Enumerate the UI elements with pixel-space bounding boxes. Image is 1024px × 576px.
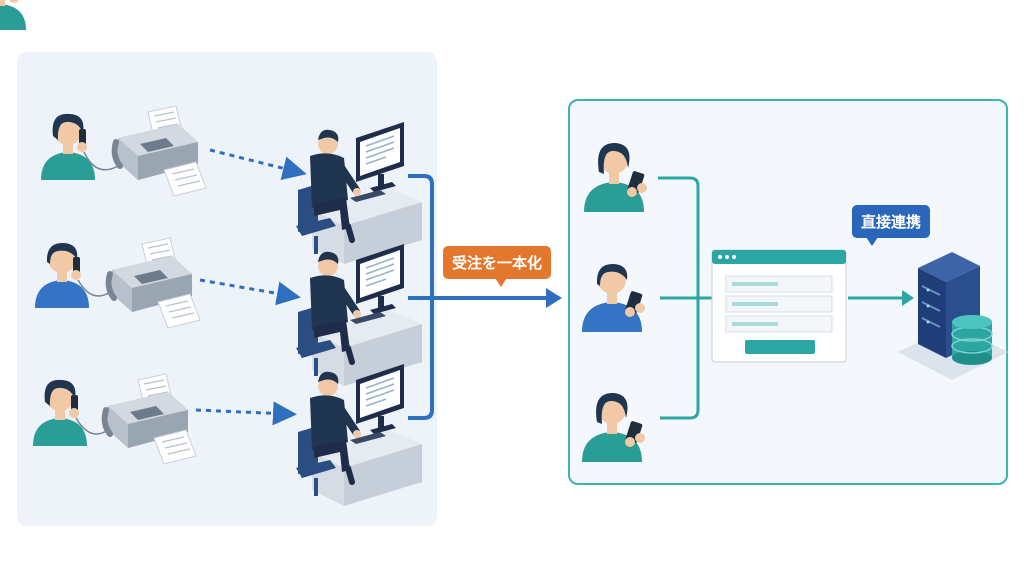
mobile-user-2-icon [582, 263, 645, 332]
fax-machine-2-icon [109, 238, 200, 328]
server-arrow-head [902, 290, 914, 306]
office-worker-1-icon [296, 122, 422, 264]
phone-caller-icon [0, 0, 26, 30]
server-database-icon [898, 252, 1008, 380]
main-arrow-head [546, 288, 562, 308]
dotted-arrow-1 [209, 148, 307, 181]
unify-orders-badge: 受注を一本化 [443, 246, 552, 287]
dotted-arrow-3 [195, 401, 297, 426]
fax-machine-1-icon [115, 106, 206, 196]
office-worker-3-icon [296, 364, 422, 506]
fax-machine-3-icon [105, 374, 196, 464]
mobile-user-3-icon [582, 392, 645, 462]
dotted-arrow-2 [199, 278, 301, 306]
phone-caller-1-icon [41, 113, 95, 180]
phone-caller-3-icon [33, 379, 87, 446]
direct-link-badge: 直接連携 [852, 205, 931, 246]
mobile-user-1-icon [584, 142, 647, 212]
order-form-window [711, 249, 847, 363]
phone-caller-2-icon [35, 242, 89, 308]
